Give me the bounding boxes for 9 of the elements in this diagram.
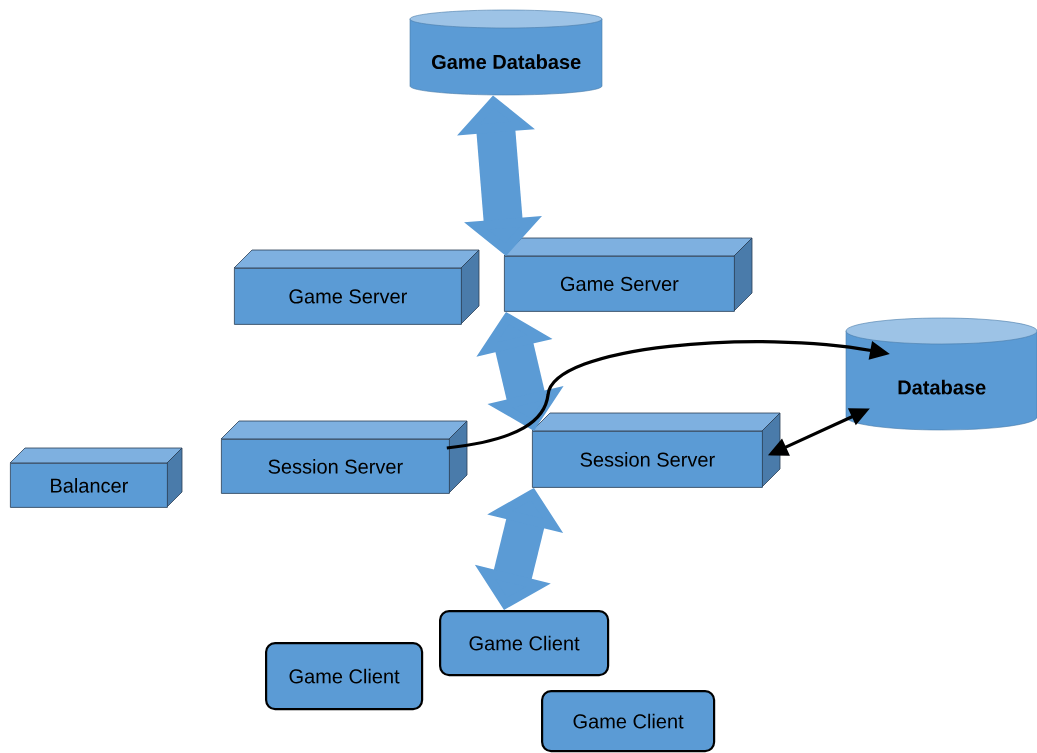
database-cylinder: Database xyxy=(845,317,1037,431)
client-box: Game Client xyxy=(541,690,716,753)
database-cylinder: Game Database xyxy=(409,9,603,96)
server-box: Game Server xyxy=(233,249,480,325)
server-box: Session Server xyxy=(531,412,781,488)
balancer-box: Balancer xyxy=(9,447,183,508)
client-box: Game Client xyxy=(265,642,424,711)
server-box: Session Server xyxy=(220,420,468,494)
server-box: Game Server xyxy=(503,237,753,312)
